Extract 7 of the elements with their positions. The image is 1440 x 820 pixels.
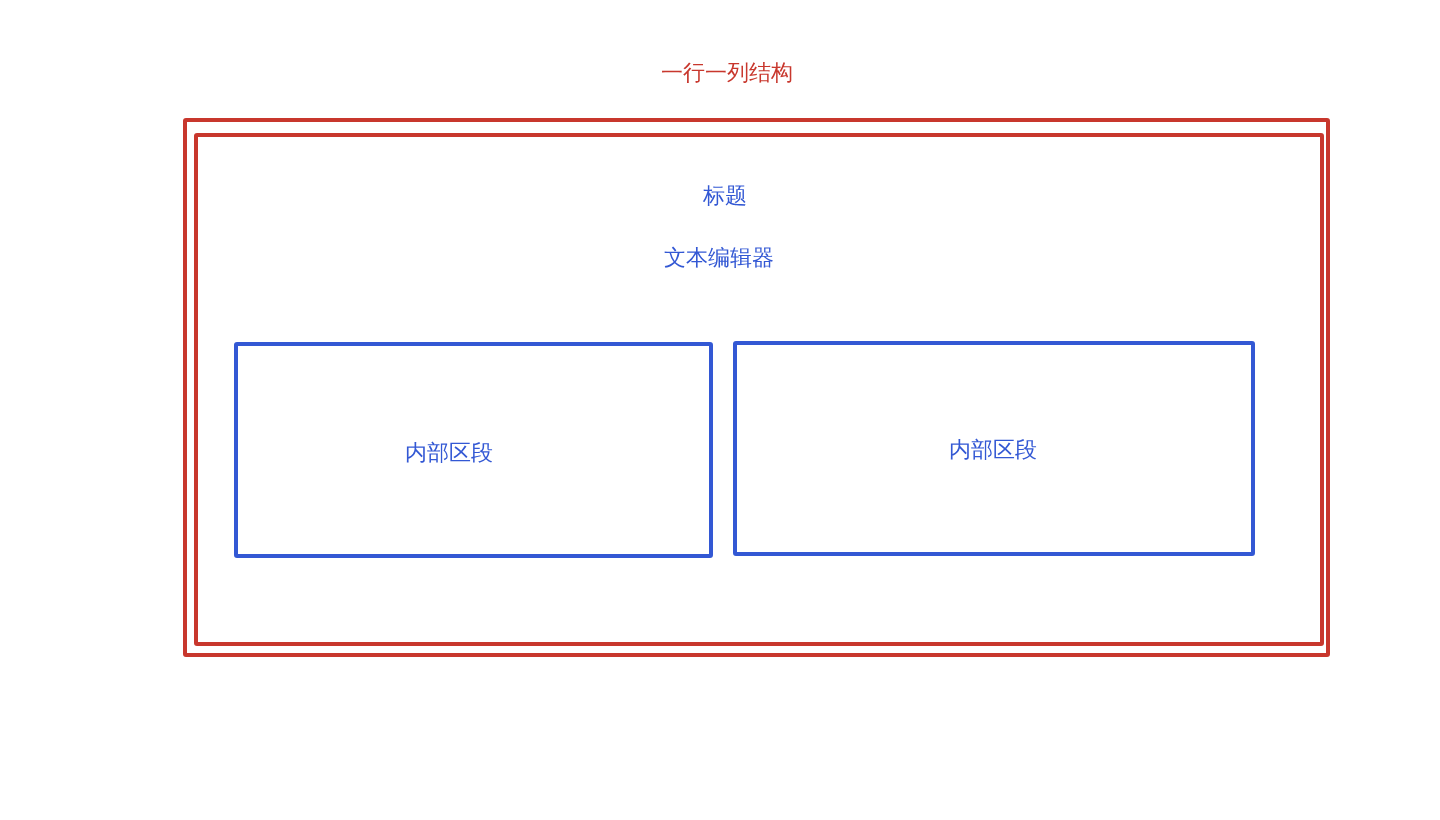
frame-heading: 一行一列结构 — [661, 60, 793, 87]
section-box — [733, 341, 1255, 556]
editor-label: 文本编辑器 — [664, 245, 774, 272]
section-box — [234, 342, 713, 558]
section-label: 内部区段 — [405, 440, 493, 467]
section-label: 内部区段 — [949, 437, 1037, 464]
heading-text: 标题 — [703, 183, 747, 210]
